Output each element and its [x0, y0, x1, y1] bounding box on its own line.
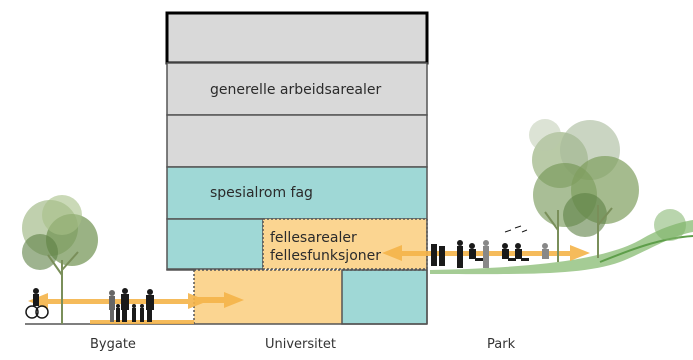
- special-rooms-label: spesialrom fag: [210, 185, 313, 201]
- street-label: Bygate: [90, 337, 136, 352]
- shared-functions-label: fellesfunksjoner: [270, 248, 382, 264]
- floor-general-2: [166, 114, 428, 168]
- park-people: [431, 225, 549, 268]
- ground-floor-teal: [341, 269, 428, 325]
- floor-shared-yellow: [263, 219, 427, 269]
- park-label: Park: [487, 337, 516, 352]
- floor-top: [165, 11, 429, 65]
- floor-special: [166, 166, 428, 220]
- shared-areas-label: fellesarealer: [270, 230, 357, 246]
- university-label: Universitet: [265, 337, 336, 352]
- tree-left: [22, 195, 98, 324]
- tree-right: [529, 119, 686, 262]
- general-work-areas-label: generelle arbeidsarealer: [210, 82, 382, 98]
- street-people: [25, 288, 154, 322]
- floor-general: [166, 62, 428, 116]
- floor-shared-teal: [166, 218, 264, 270]
